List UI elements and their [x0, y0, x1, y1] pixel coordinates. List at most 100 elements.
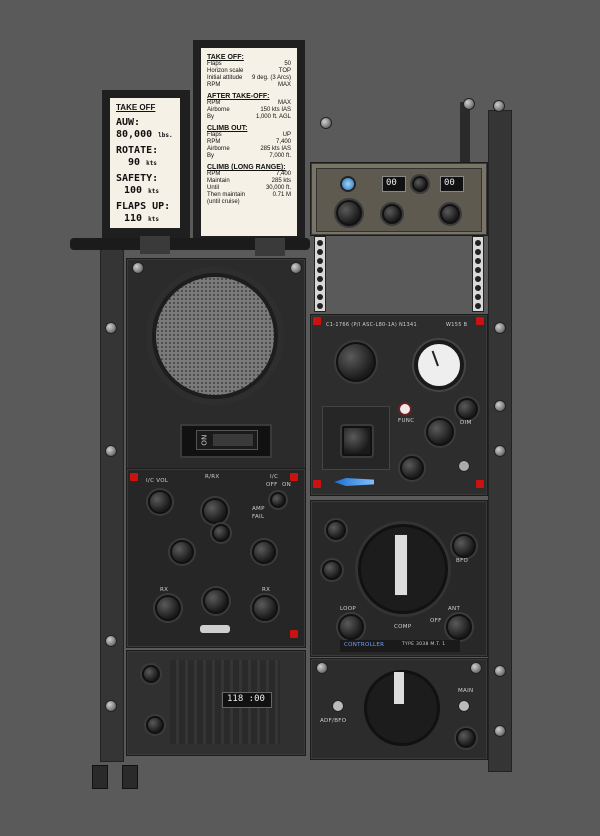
rx-tx-label: R/RX	[205, 474, 220, 480]
power-switch[interactable]: ON	[196, 430, 258, 450]
card-title: TAKE OFF	[116, 103, 156, 112]
status-lamp	[290, 473, 298, 481]
ant-knob[interactable]	[446, 614, 472, 640]
loop-knob[interactable]	[338, 614, 364, 640]
vent-strip-left	[314, 236, 326, 312]
selector-knob-center[interactable]	[212, 524, 230, 542]
digits-b: 00	[444, 178, 455, 188]
rack-screw	[494, 445, 506, 457]
right-rack-rail	[488, 110, 512, 772]
func-indicator	[398, 402, 412, 416]
digit-display-b: 00	[440, 176, 464, 192]
uc-vol-label: I/C VOL	[146, 478, 169, 484]
func-label: FUNC	[398, 418, 415, 424]
nav-dial-pointer[interactable]	[394, 672, 404, 704]
card-clip-bar	[70, 238, 310, 250]
selector-knob-right[interactable]	[252, 540, 276, 564]
control-knob-mid[interactable]	[382, 204, 402, 224]
dme-header: C1-1766 (P/I ASC-L80-1A) N1341	[326, 322, 417, 328]
blue-indicator-light	[340, 176, 356, 192]
panel-screw	[316, 662, 328, 674]
speaker-grill	[152, 273, 278, 399]
rack-screw	[494, 322, 506, 334]
comp-label: COMP	[394, 624, 412, 630]
uc-volume-knob[interactable]	[148, 490, 172, 514]
status-lamp	[290, 630, 298, 638]
nav-toggle-right[interactable]	[458, 700, 470, 712]
uc-toggle[interactable]	[270, 492, 286, 508]
adf-footer-type: TYPE 3038 M.T. 1	[402, 642, 446, 647]
checklist-row-value: 285 kts IAS	[260, 146, 291, 152]
frequency-window: 118 :00	[222, 692, 272, 708]
rack-screw	[493, 100, 505, 112]
status-lamp	[313, 480, 321, 488]
nav-left-label: ADF/BFO	[320, 718, 347, 724]
status-lamp	[313, 317, 321, 325]
checklist-row-label: (until cruise)	[207, 199, 240, 205]
flaps-label: FLAPS UP:	[116, 201, 171, 212]
rx-knob-center[interactable]	[203, 588, 229, 614]
checklist-row-label: Flaps	[207, 132, 222, 138]
control-knob-small[interactable]	[412, 176, 428, 192]
dme-knob-lower[interactable]	[400, 456, 424, 480]
adf-knob-mid-left[interactable]	[322, 560, 342, 580]
after-takeoff-title: AFTER TAKE-OFF:	[207, 93, 270, 100]
rx-knob-right[interactable]	[252, 595, 278, 621]
flaps-unit: kts	[148, 216, 159, 223]
nav-knob[interactable]	[456, 728, 476, 748]
checklist-row-label: Initial attitude	[207, 75, 243, 81]
rack-foot	[122, 765, 138, 789]
dme-toggle[interactable]	[458, 460, 470, 472]
fail-label: FAIL	[252, 514, 265, 520]
rx-knob-left[interactable]	[155, 595, 181, 621]
checklist-row-label: RPM	[207, 139, 221, 145]
frequency-knob[interactable]	[142, 665, 160, 683]
adf-footer-plate: CONTROLLER TYPE 3038 M.T. 1	[340, 640, 460, 652]
nav-toggle-left[interactable]	[332, 700, 344, 712]
left-rack-rail	[100, 240, 124, 762]
auw-label: AUW:	[116, 117, 141, 128]
mode-selector-knob[interactable]	[336, 342, 376, 382]
adf-pointer[interactable]	[394, 534, 408, 596]
bfo-knob[interactable]	[452, 534, 476, 558]
card-clip	[255, 238, 285, 256]
rotate-unit: kts	[146, 160, 157, 167]
frequency-knob-lower[interactable]	[146, 716, 164, 734]
rack-screw	[494, 665, 506, 677]
safety-unit: kts	[148, 188, 159, 195]
adf-knob-upper-left[interactable]	[326, 520, 346, 540]
checklist-card-takeoff: TAKE OFF AUW: 80,000 lbs. ROTATE: 90 kts…	[110, 98, 180, 228]
takeoff-section-title: TAKE OFF:	[207, 54, 244, 61]
status-lamp	[476, 480, 484, 488]
control-knob-right[interactable]	[440, 204, 460, 224]
checklist-row-label: RPM	[207, 100, 221, 106]
checklist-row: (until cruise)	[207, 199, 291, 206]
channel-selector-knob[interactable]	[342, 426, 372, 456]
status-lamp	[476, 317, 484, 325]
control-knob-large[interactable]	[336, 200, 362, 226]
rack-screw	[494, 400, 506, 412]
checklist-row-label: RPM	[207, 82, 221, 88]
checklist-row-value: 7,400	[275, 139, 291, 145]
climb-out-title: CLIMB OUT:	[207, 125, 248, 132]
checklist-row-label: Until	[207, 185, 220, 191]
dim-knob[interactable]	[456, 398, 478, 420]
bfo-label: BFO	[456, 558, 469, 564]
checklist-row-value: 150 kts IAS	[260, 107, 291, 113]
func-knob[interactable]	[426, 418, 454, 446]
rack-bracket	[460, 102, 470, 162]
selector-knob-top[interactable]	[202, 498, 228, 524]
checklist-row-label: Flaps	[207, 61, 222, 67]
rack-screw	[320, 117, 332, 129]
selector-knob-left[interactable]	[170, 540, 194, 564]
rx-right-label: RX	[262, 587, 271, 593]
checklist-row-value: TOP	[278, 68, 291, 74]
checklist-row-label: Maintain	[207, 178, 230, 184]
loop-label: LOOP	[340, 606, 357, 612]
